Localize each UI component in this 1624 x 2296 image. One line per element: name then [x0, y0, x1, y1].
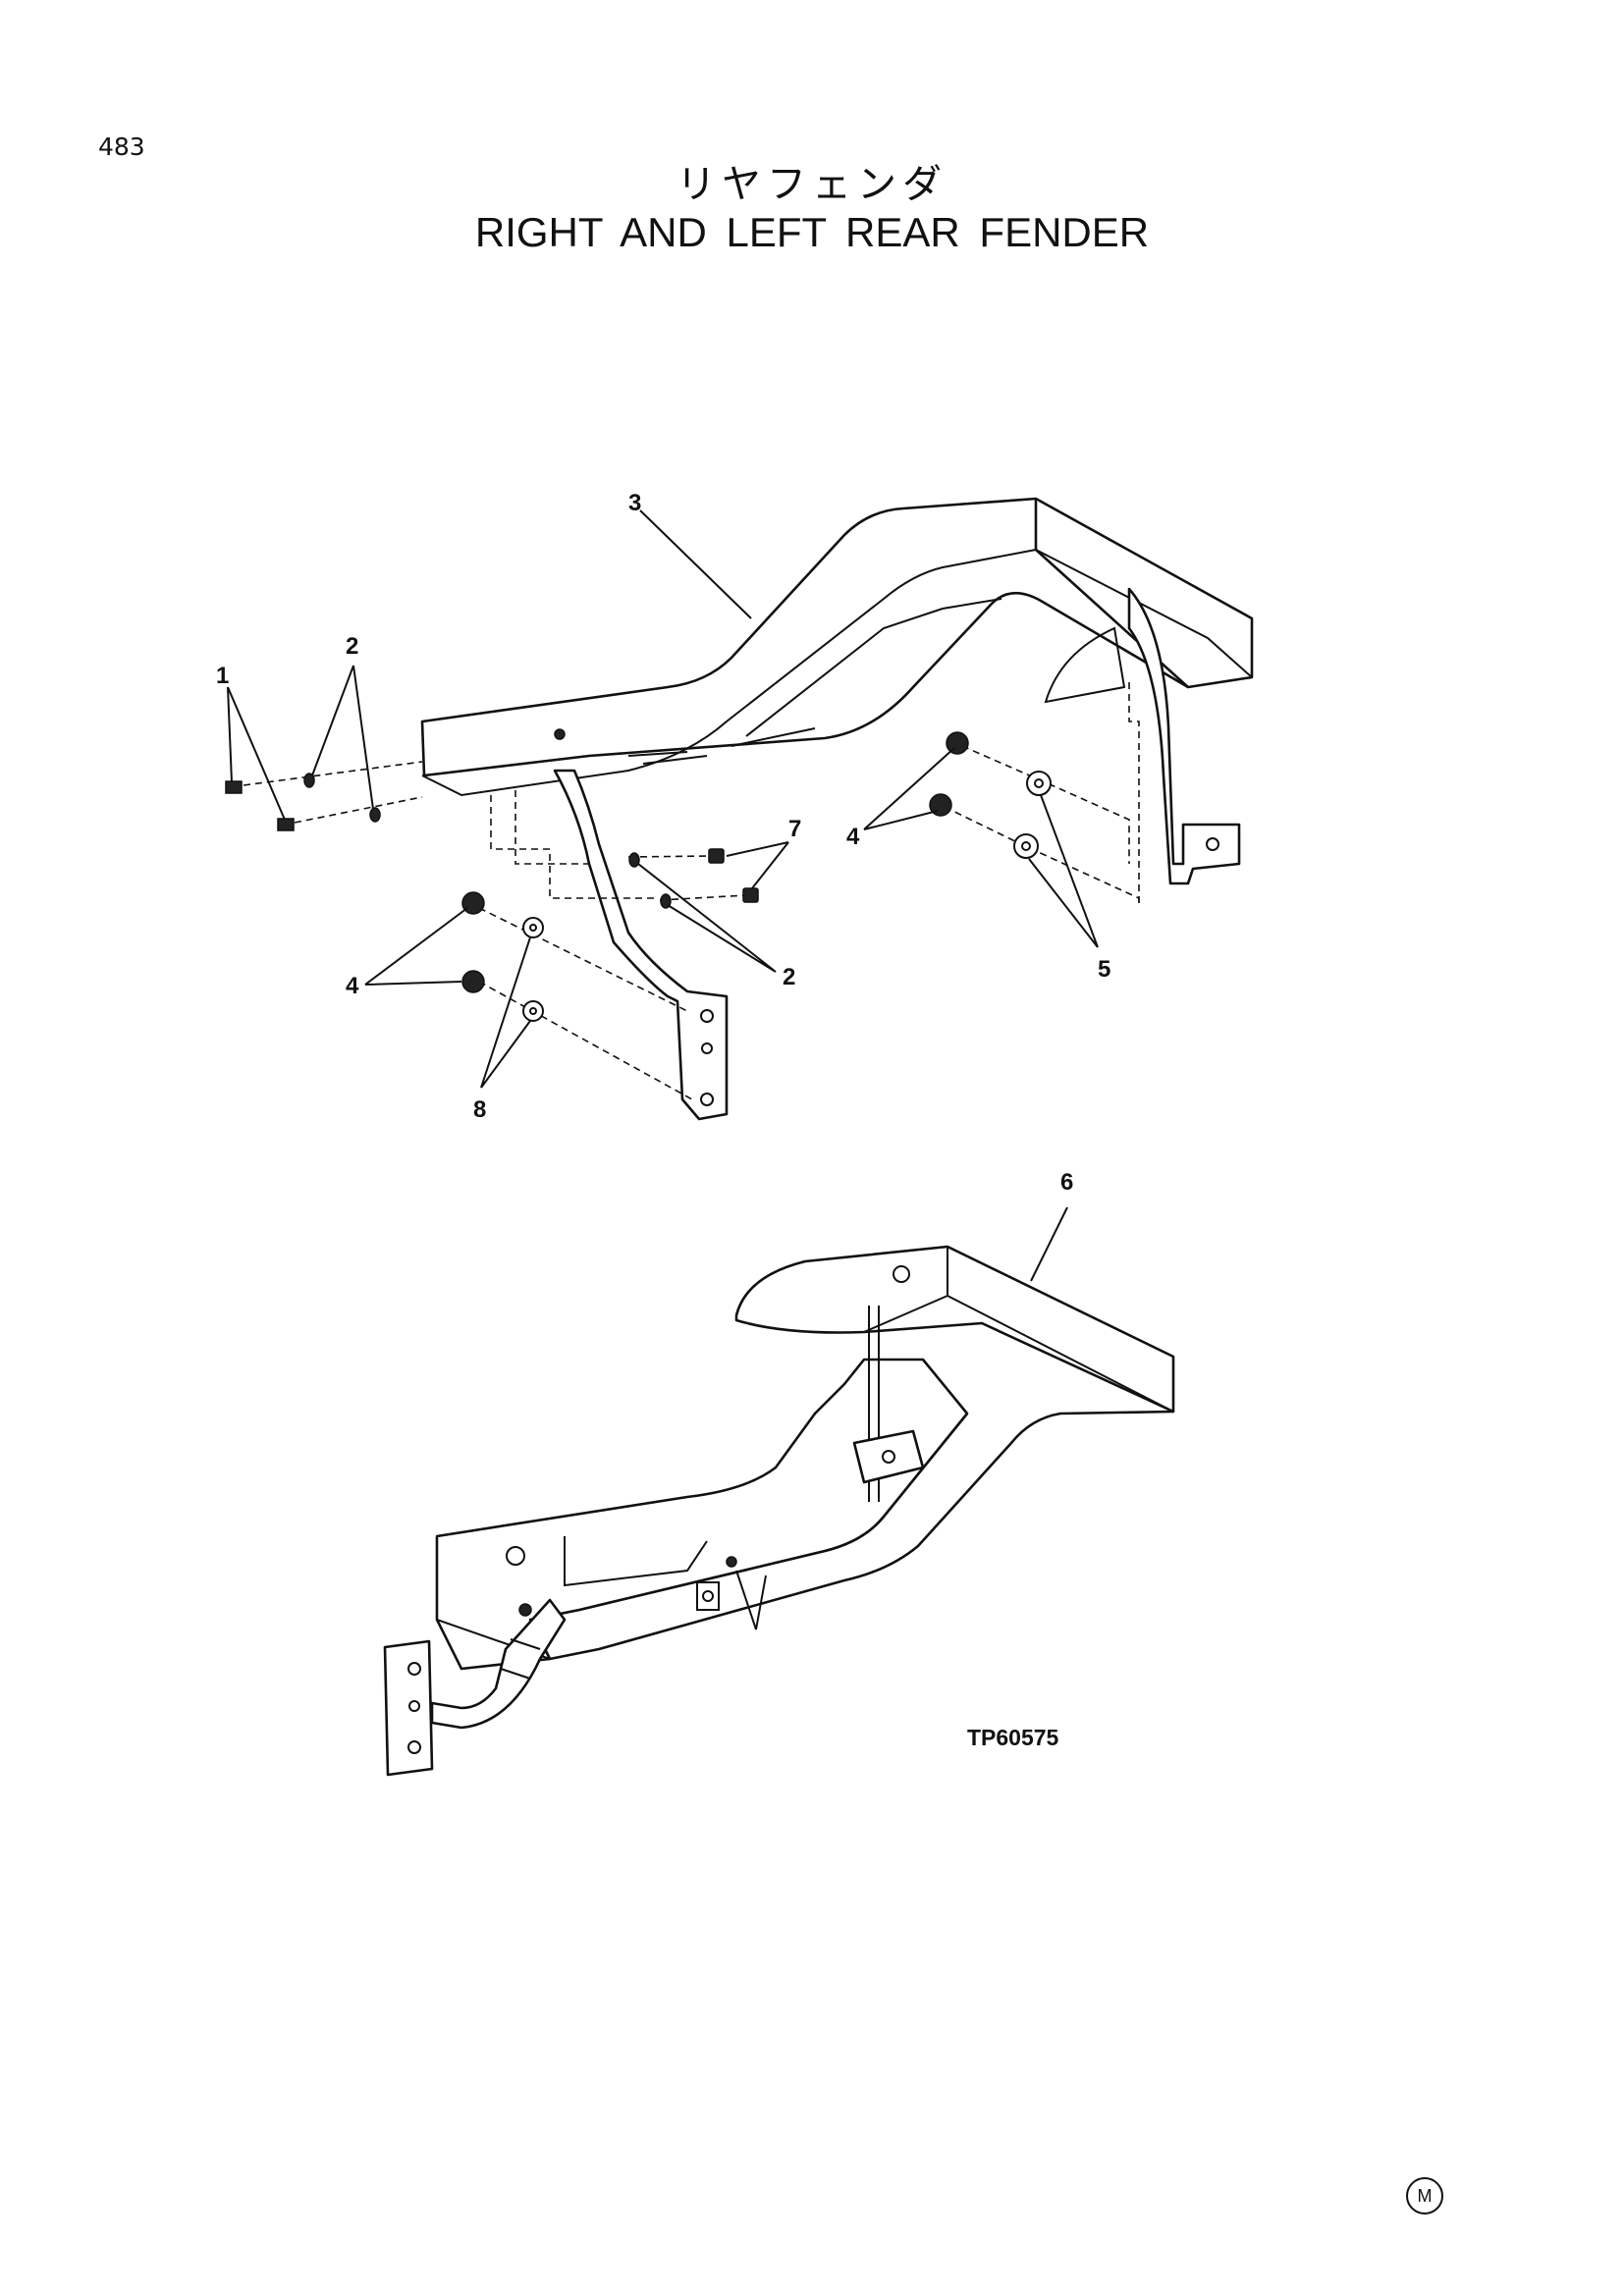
callout-7: 7: [788, 816, 801, 842]
callout-6: 6: [1060, 1169, 1073, 1196]
callout-4-right: 4: [846, 824, 860, 850]
figure-id: TP60575: [967, 1725, 1059, 1750]
page-number: 483: [98, 133, 145, 161]
page-title-japanese: リヤフェンダ: [677, 162, 947, 207]
callout-2-top: 2: [346, 633, 358, 660]
assembly-lines-upper: [243, 682, 1140, 1100]
callout-5: 5: [1098, 956, 1110, 983]
callout-3: 3: [628, 490, 641, 516]
rear-fender-upper: [420, 497, 1254, 1121]
callout-1: 1: [216, 663, 229, 689]
callout-4-left: 4: [346, 973, 359, 999]
page-title: RIGHT AND LEFT REAR FENDER: [474, 209, 1150, 255]
callout-2-mid: 2: [783, 964, 795, 990]
callout-8: 8: [473, 1096, 486, 1123]
manufacturer-mark: M: [1406, 2177, 1443, 2215]
callout-labels: 1 2 3 7 2 4 5 4 8 6 TP60575: [216, 490, 1110, 1750]
leader-lines: [227, 509, 1099, 1282]
rear-fender-lower: [383, 1245, 1175, 1777]
hardware-upper: [225, 731, 1052, 1022]
